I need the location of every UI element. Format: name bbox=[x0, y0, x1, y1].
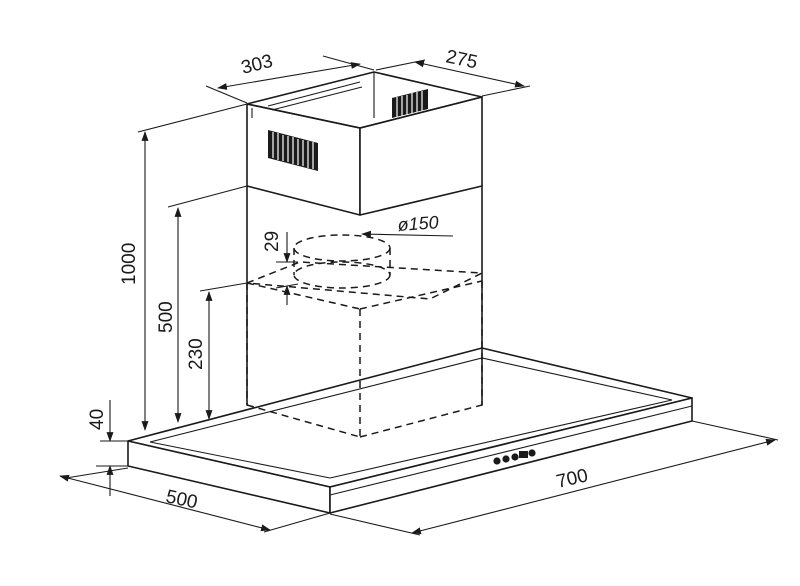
canopy bbox=[127, 347, 693, 514]
label-upper-height: 500 bbox=[156, 301, 177, 333]
label-total-height: 1000 bbox=[119, 243, 140, 285]
label-canopy-thickness: 40 bbox=[87, 409, 108, 430]
vent-grille-icon bbox=[268, 89, 428, 171]
label-canopy-depth: 500 bbox=[164, 486, 199, 513]
upper-chimney bbox=[246, 71, 483, 406]
label-chimney-width: 303 bbox=[239, 51, 275, 79]
label-lower-height: 230 bbox=[186, 338, 207, 370]
label-duct-diameter: ø150 bbox=[397, 212, 439, 235]
label-outlet-offset: 29 bbox=[262, 231, 283, 252]
dimension-labels: 303 275 1000 500 230 29 ø150 40 500 700 bbox=[87, 46, 590, 513]
dimension-lines bbox=[59, 55, 779, 536]
